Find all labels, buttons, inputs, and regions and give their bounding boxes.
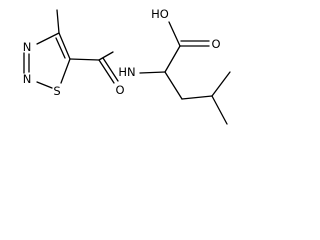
bond-cooh-oh: [168, 21, 181, 47]
bond-calpha-cooh: [164, 45, 181, 73]
bond-co-n: [98, 51, 114, 61]
acid-carbonyl-oxygen-label: O: [211, 37, 220, 51]
ring-nitrogen-2-label: N: [23, 72, 32, 86]
bond-calpha-ch2: [164, 71, 183, 100]
ring-sulfur-label: S: [53, 84, 60, 98]
amide-nitrogen-label: HN: [118, 65, 135, 79]
bond-ch-ch3b: [211, 95, 228, 125]
amide-carbonyl-oxygen-label: O: [115, 83, 124, 97]
bond-n2-s1: [36, 81, 53, 89]
bond-amide-co-inner: [102, 57, 119, 82]
bond-s1-c5: [60, 58, 71, 84]
chemical-structure: HO O HN N N S O: [23, 7, 231, 125]
bond-n-calpha: [139, 71, 166, 74]
bond-ch-ch3a: [211, 71, 231, 97]
bond-c5-co: [69, 58, 100, 61]
atom-labels: HO O HN N N S O: [23, 7, 221, 98]
bond-ch2-ch: [181, 95, 213, 100]
bond-methyl-c4: [56, 9, 60, 34]
bond-c4-n3: [36, 32, 60, 45]
bond-amide-co: [98, 59, 115, 84]
bond-c4-c5-inner: [55, 37, 66, 59]
hydroxyl-label: HO: [151, 7, 169, 21]
bond-c4-c5: [58, 32, 71, 60]
bonds: [23, 9, 231, 125]
ring-nitrogen-3-label: N: [23, 40, 32, 54]
